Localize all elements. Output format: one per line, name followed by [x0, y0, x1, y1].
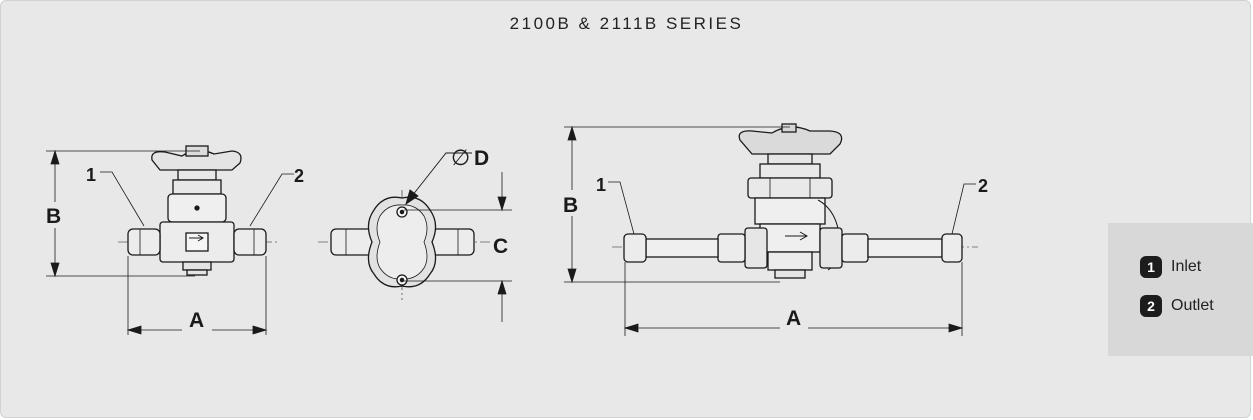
label-outlet-extended: 2 [978, 176, 988, 196]
label-outlet-small: 2 [294, 166, 304, 186]
label-inlet-extended: 1 [596, 175, 606, 195]
leader-outlet-small [249, 173, 294, 227]
leader-outlet-extended [951, 183, 976, 235]
label-dim-d: D [474, 147, 489, 170]
dimension-a-small [126, 256, 268, 335]
label-dim-b-extended: B [563, 194, 578, 217]
dimension-a-extended [623, 262, 964, 336]
leader-inlet-small [100, 171, 145, 227]
dimension-c [404, 172, 512, 322]
label-dim-c: C [493, 235, 508, 258]
legend-number-inlet: 1 [1140, 256, 1162, 278]
label-diameter-symbol: ∅ [451, 145, 470, 170]
label-inlet-small: 1 [86, 165, 96, 185]
legend-label-inlet: Inlet [1171, 258, 1202, 275]
legend-label-outlet: Outlet [1171, 297, 1214, 314]
dimension-b-small [46, 149, 200, 278]
leader-inlet-extended [608, 181, 635, 235]
dimension-b-extended [564, 125, 790, 284]
legend-item-outlet: 2 Outlet [1140, 295, 1214, 317]
valve-extended-view [612, 123, 978, 279]
legend-box: 1 Inlet 2 Outlet [1108, 223, 1253, 356]
label-dim-a-small: A [189, 309, 204, 332]
valve-front-view-small [118, 145, 278, 276]
dimension-d-leader [405, 152, 472, 206]
valve-side-view [318, 190, 490, 300]
label-dim-b-small: B [46, 205, 61, 228]
label-dim-a-extended: A [786, 307, 801, 330]
legend-item-inlet: 1 Inlet [1140, 256, 1201, 278]
series-title: 2100B & 2111B SERIES [509, 14, 744, 33]
legend-number-outlet: 2 [1140, 295, 1162, 317]
